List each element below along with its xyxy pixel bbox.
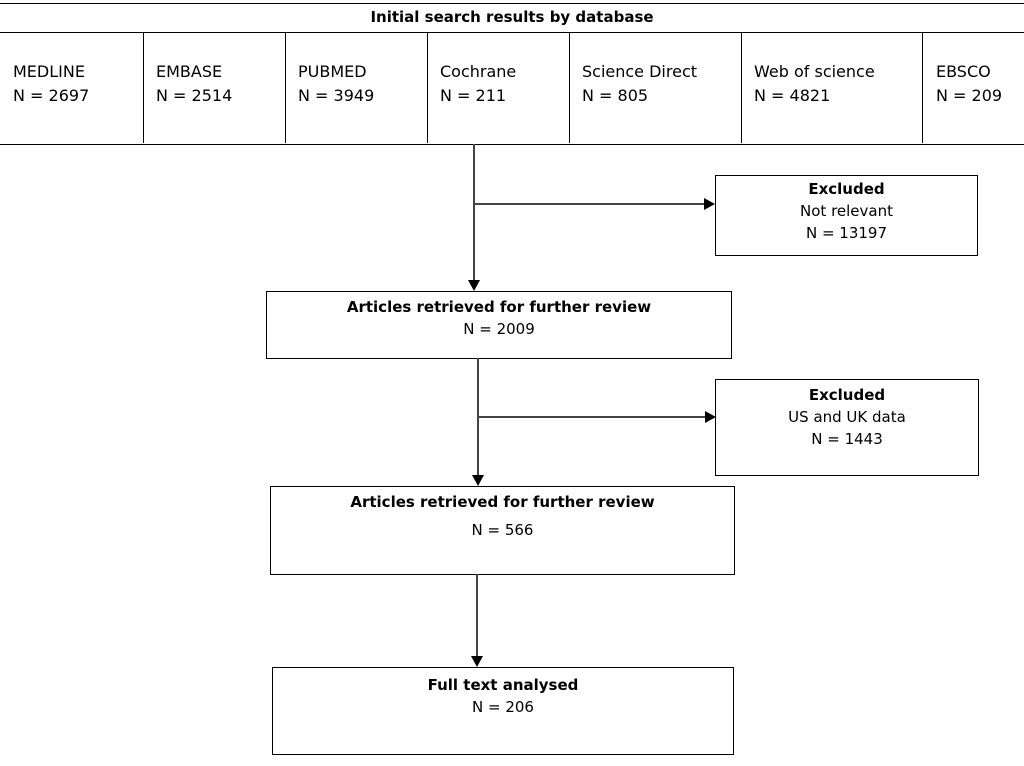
database-name: PUBMED xyxy=(298,62,367,81)
box-title: Excluded xyxy=(808,180,885,198)
exclusion-count: N = 13197 xyxy=(805,224,888,242)
arrow-right-icon xyxy=(705,411,716,423)
header-band: Initial search results by database xyxy=(0,3,1024,33)
database-count: N = 2514 xyxy=(156,86,233,105)
excluded-box-us-uk-data: Excluded US and UK data N = 1443 xyxy=(715,379,979,476)
database-name: Science Direct xyxy=(582,62,698,81)
database-count: N = 3949 xyxy=(298,86,375,105)
cell-divider xyxy=(922,33,923,143)
database-cell-pubmed: PUBMED N = 3949 xyxy=(285,33,427,143)
database-cell-embase: EMBASE N = 2514 xyxy=(143,33,285,143)
arrow-right-icon xyxy=(704,198,715,210)
database-name: Cochrane xyxy=(440,62,517,81)
connector-line xyxy=(474,203,705,205)
box-title: Excluded xyxy=(808,386,886,404)
cell-divider xyxy=(741,33,742,143)
database-cell-cochrane: Cochrane N = 211 xyxy=(427,33,569,143)
cell-divider xyxy=(285,33,286,143)
database-name: MEDLINE xyxy=(13,62,85,81)
box-count: N = 2009 xyxy=(463,320,535,338)
box-title: Full text analysed xyxy=(427,676,579,694)
cell-divider xyxy=(143,33,144,143)
database-cell-web-of-science: Web of science N = 4821 xyxy=(741,33,922,143)
header-title: Initial search results by database xyxy=(370,8,654,26)
database-count: N = 805 xyxy=(582,86,649,105)
box-title: Articles retrieved for further review xyxy=(350,493,655,511)
connector-line xyxy=(476,574,478,657)
database-name: EBSCO xyxy=(936,62,991,81)
database-count: N = 211 xyxy=(440,86,507,105)
full-text-box: Full text analysed N = 206 xyxy=(272,667,734,755)
arrow-down-icon xyxy=(472,475,484,486)
exclusion-reason: US and UK data xyxy=(788,408,906,426)
arrow-down-icon xyxy=(471,656,483,667)
exclusion-reason: Not relevant xyxy=(800,202,893,220)
database-cell-science-direct: Science Direct N = 805 xyxy=(569,33,741,143)
box-count: N = 566 xyxy=(471,521,534,539)
box-title: Articles retrieved for further review xyxy=(346,298,652,316)
database-name: EMBASE xyxy=(156,62,223,81)
database-count: N = 4821 xyxy=(754,86,831,105)
connector-line xyxy=(478,416,706,418)
database-count: N = 2697 xyxy=(13,86,90,105)
database-cell-medline: MEDLINE N = 2697 xyxy=(0,33,143,143)
retrieved-box-1: Articles retrieved for further review N … xyxy=(266,291,732,359)
database-name: Web of science xyxy=(754,62,875,81)
arrow-down-icon xyxy=(468,280,480,291)
retrieved-box-2: Articles retrieved for further review N … xyxy=(270,486,735,575)
exclusion-count: N = 1443 xyxy=(811,430,883,448)
box-count: N = 206 xyxy=(472,698,534,716)
cell-divider xyxy=(569,33,570,143)
database-row: MEDLINE N = 2697 EMBASE N = 2514 PUBMED … xyxy=(0,33,1024,145)
database-cell-ebsco: EBSCO N = 209 xyxy=(922,33,1024,143)
database-count: N = 209 xyxy=(936,86,1003,105)
connector-line xyxy=(473,144,475,281)
excluded-box-not-relevant: Excluded Not relevant N = 13197 xyxy=(715,175,978,256)
cell-divider xyxy=(427,33,428,143)
